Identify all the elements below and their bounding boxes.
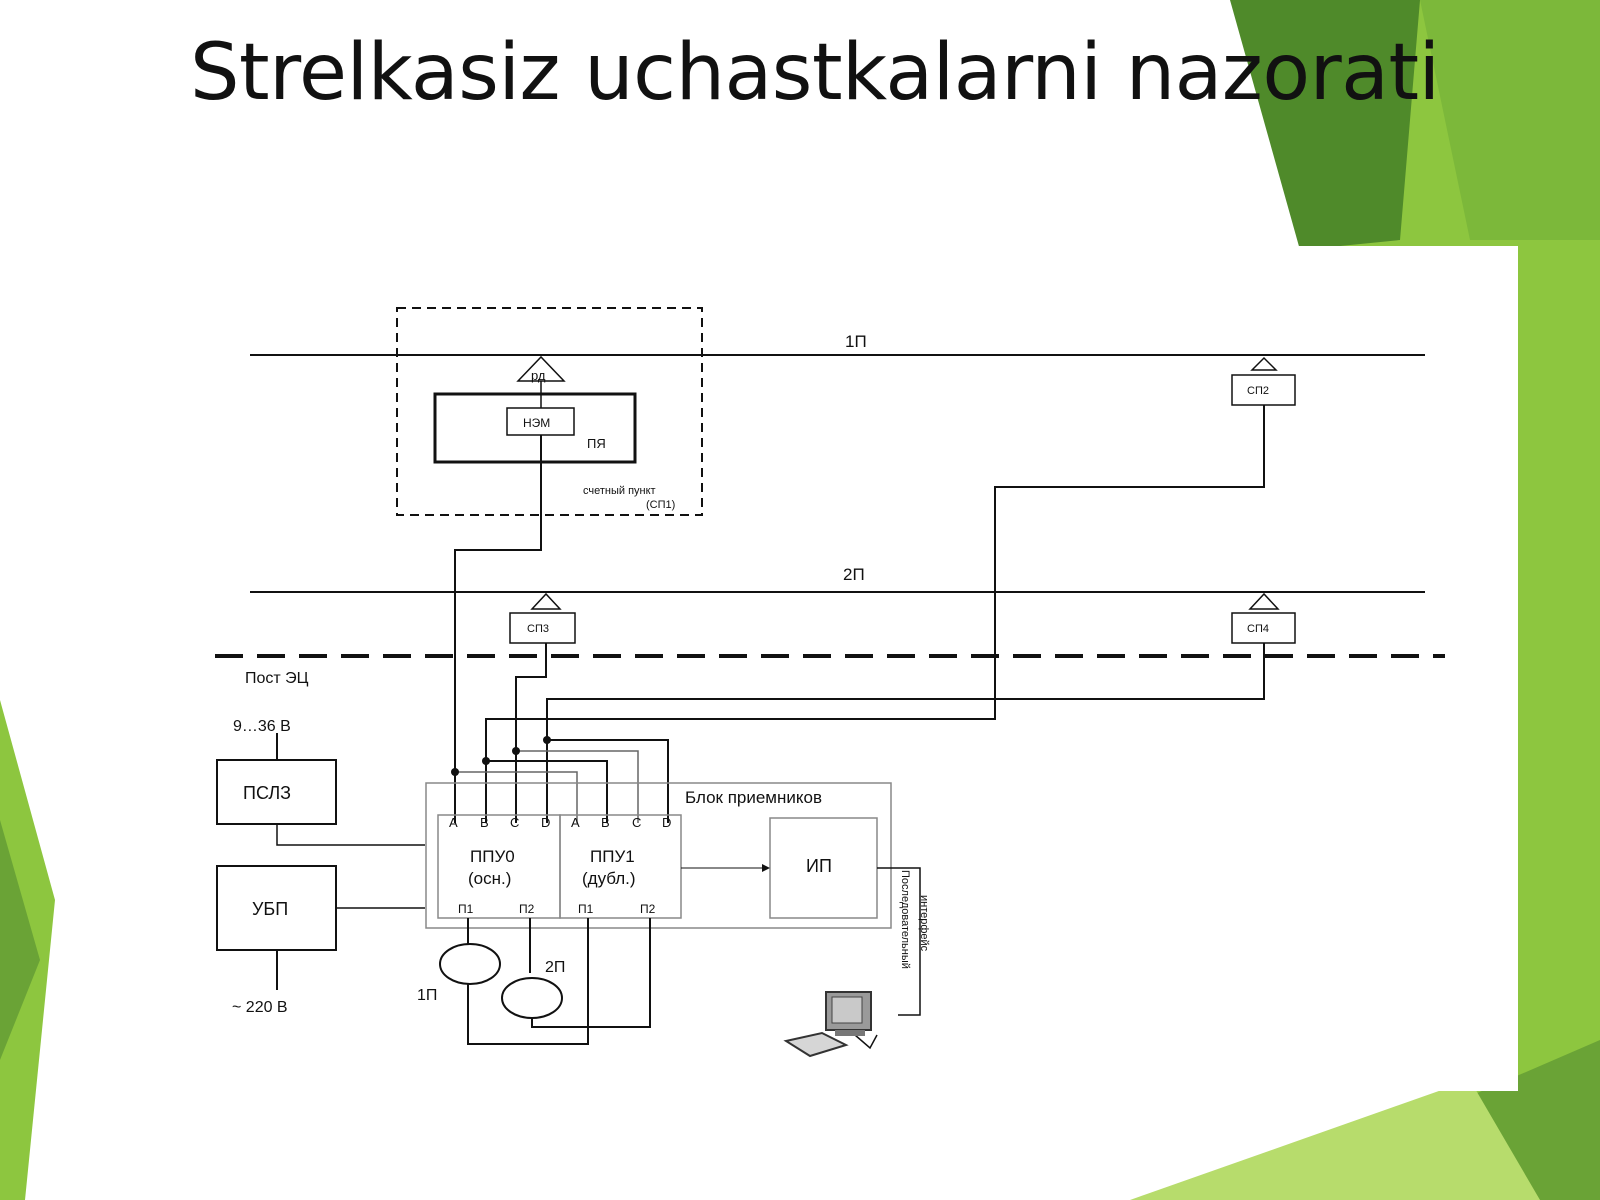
sp4-label: СП4 [1247,623,1269,635]
ppu1-p1-label: П1 [578,902,594,916]
wire-sp2-to-d1 [485,405,1265,823]
voltage-ac-label: ~ 220 В [232,999,288,1016]
sp2-sensor-icon [1250,356,1278,371]
ppu1-box [559,814,682,919]
wire-a1 [455,771,578,823]
pslz-label: ПСЛЗ [243,783,291,803]
ppu0-p1-label: П1 [458,902,474,916]
pya-box [433,392,637,464]
nsm-label: НЭМ [523,416,550,430]
voltage-dc-label: 9…36 В [233,718,291,735]
counting-point-frame [396,307,703,516]
track-1-label: 1П [845,332,867,351]
ubp-label: УБП [252,899,288,919]
receiver-block-label: Блок приемников [685,788,822,807]
sp3-sensor-icon [530,592,562,610]
serial-interface-label-2: интерфейс [918,895,930,952]
receiver-block-frame [425,782,892,929]
coil-2p-label: 2П [545,959,565,976]
serial-interface-wire [877,867,921,1016]
post-label: Пост ЭЦ [245,670,309,687]
ppu1-label-1: ППУ1 [590,847,635,866]
terminal-c1: C [632,815,641,830]
ppu1-label-2: (дубл.) [582,869,636,888]
wire-d1 [547,739,669,823]
ppu1-p2-label: П2 [640,902,656,916]
bg-shape-left-dark [0,820,40,1060]
terminal-d1: D [662,815,671,830]
wire-c1 [516,750,639,823]
sp3-label: СП3 [527,623,549,635]
bg-shape-right-dark [1230,0,1420,250]
terminal-a0: A [449,815,458,830]
sp2-label: СП2 [1247,385,1269,397]
terminal-a1: A [571,815,580,830]
rd-label: рд [531,368,546,383]
coil-1p [439,943,501,985]
wire-nsm-to-a0 [454,435,542,823]
coil-1p-label: 1П [417,987,437,1004]
serial-interface-label-1: Последовательный [899,870,911,969]
ppu0-p2-label: П2 [519,902,535,916]
computer-icon [783,991,872,1058]
bg-shape-right-mid [1420,0,1600,240]
wire-b1 [486,760,608,823]
ip-label: ИП [806,856,832,876]
bg-shape-bottom-right-light [1130,1080,1540,1200]
ppu0-label-1: ППУ0 [470,847,515,866]
diagram-panel-background [220,246,1518,1091]
counting-point-label-1: счетный пункт [583,485,656,497]
counting-point-label-2: (СП1) [646,499,675,511]
sp4-sensor-icon [1248,592,1280,610]
terminal-b0: B [480,815,489,830]
terminal-c0: C [510,815,519,830]
track-2-label: 2П [843,565,865,584]
terminal-d0: D [541,815,550,830]
ppu0-label-2: (осн.) [468,869,511,888]
sp3-box [509,612,576,644]
pya-label: ПЯ [587,436,606,451]
terminal-b1: B [601,815,610,830]
slide-title: Strelkasiz uchastkalarni nazorati [190,28,1440,118]
